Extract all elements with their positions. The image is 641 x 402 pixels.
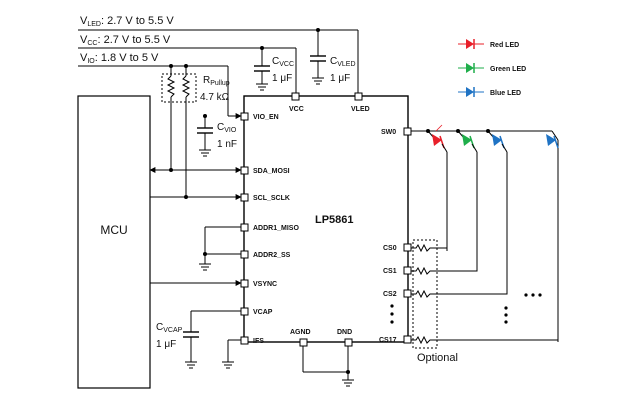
rpullup-label: RPullup: [203, 75, 230, 87]
red-led: [426, 124, 448, 251]
pin-cs0: CS0: [383, 245, 397, 252]
left-pin-squares: [240, 112, 249, 345]
legend-green-label: Green LED: [490, 66, 526, 73]
legend-red-label: Red LED: [490, 42, 519, 49]
mcu-block: [77, 95, 151, 389]
pin-vsync: VSYNC: [253, 281, 277, 288]
pin-sda-mosi: SDA_MOSI: [253, 168, 290, 175]
legend-green: Green LED: [458, 63, 526, 73]
cvcap-label: CVCAP: [156, 322, 183, 334]
cvled-label: CVLED: [330, 56, 356, 68]
pin-vcc: VCC: [289, 106, 304, 113]
optional-label: Optional: [417, 352, 458, 364]
pin-agnd: AGND: [290, 329, 311, 336]
legend: Red LED Green LED Blue LED: [458, 39, 526, 97]
cvled-capacitor: [310, 30, 326, 85]
ellipsis-marks: [390, 293, 542, 324]
ifs-ground: [222, 339, 241, 369]
cvio-label: CVIO: [217, 122, 237, 134]
pin-cs17: CS17: [379, 337, 397, 344]
sw0-line: [411, 130, 559, 342]
legend-blue-label: Blue LED: [490, 90, 521, 97]
cs-lines: [411, 243, 558, 345]
cvio-capacitor: [197, 114, 213, 157]
cvcc-label: CVCC: [272, 56, 294, 68]
mcu-label: MCU: [100, 223, 127, 237]
blue-led: [486, 129, 508, 251]
pin-dnd: DND: [337, 329, 352, 336]
chip-name: LP5861: [315, 214, 354, 226]
pin-cs1: CS1: [383, 268, 397, 275]
vled-label: VLED: 2.7 V to 5.5 V: [80, 15, 174, 28]
pin-sw0: SW0: [381, 129, 396, 136]
optional-box: [412, 239, 438, 349]
gnd-ground: [302, 346, 354, 387]
cvio-value: 1 nF: [217, 139, 237, 150]
lp5861-chip: [243, 95, 409, 343]
pin-addr1-miso: ADDR1_MISO: [253, 225, 299, 232]
cvcc-value: 1 μF: [272, 73, 292, 84]
pin-vio-en: VIO_EN: [253, 114, 279, 121]
cvcap-capacitor: [183, 310, 241, 369]
cvled-value: 1 μF: [330, 73, 350, 84]
cvcap-value: 1 μF: [156, 339, 176, 350]
vcc-label: VCC: 2.7 V to 5.5 V: [80, 34, 171, 47]
pin-addr2-ss: ADDR2_SS: [253, 252, 291, 259]
pin-vcap: VCAP: [253, 309, 273, 316]
green-led: [456, 129, 478, 251]
addr-ground: [199, 226, 241, 271]
pin-vled: VLED: [351, 106, 370, 113]
vio-label: VIO: 1.8 V to 5 V: [80, 52, 159, 65]
far-blue-led: [546, 134, 559, 149]
legend-red: Red LED: [458, 39, 519, 49]
signal-wires: [149, 113, 242, 286]
cvcc-capacitor: [254, 48, 270, 91]
pullup-resistors: [161, 66, 197, 199]
rpullup-value: 4.7 kΩ: [200, 92, 230, 103]
legend-blue: Blue LED: [458, 87, 521, 97]
pin-scl-sclk: SCL_SCLK: [253, 195, 290, 202]
pin-ifs: IFS: [253, 338, 264, 345]
pin-cs2: CS2: [383, 291, 397, 298]
